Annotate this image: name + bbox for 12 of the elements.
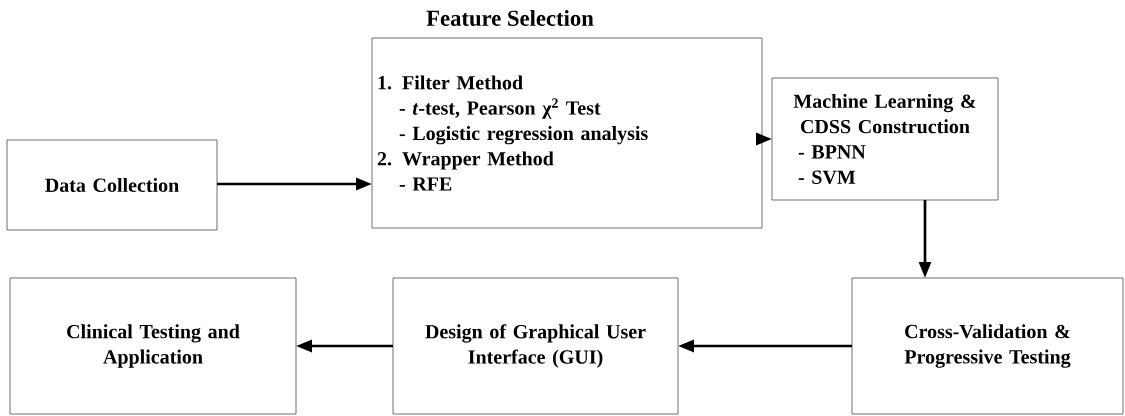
process-box: Machine Learning & CDSS Construction - BPNN - SVM bbox=[771, 77, 999, 201]
process-box: 1. Filter Method -t-test, Pearson χ$^{2}$ Test - Logistic regression analysis 2. Wrapper Method - RFE bbox=[371, 37, 763, 229]
section-heading: Feature Selection bbox=[426, 10, 594, 26]
node-label: - RFE bbox=[399, 177, 452, 191]
node-label: -t-test, Pearson χ$^{2}$ Test bbox=[399, 98, 601, 119]
node-label: 2. Wrapper Method bbox=[377, 151, 554, 170]
process-box: Design of Graphical User Interface (GUI) bbox=[392, 277, 679, 415]
node-label: 1. Filter Method bbox=[378, 75, 523, 90]
node-label: - Logistic regression analysis bbox=[399, 126, 648, 145]
process-box: Cross-Validation & Progressive Testing bbox=[851, 277, 1124, 415]
process-box: Data Collection bbox=[6, 139, 218, 231]
process-box: Clinical Testing and Application bbox=[9, 277, 297, 415]
